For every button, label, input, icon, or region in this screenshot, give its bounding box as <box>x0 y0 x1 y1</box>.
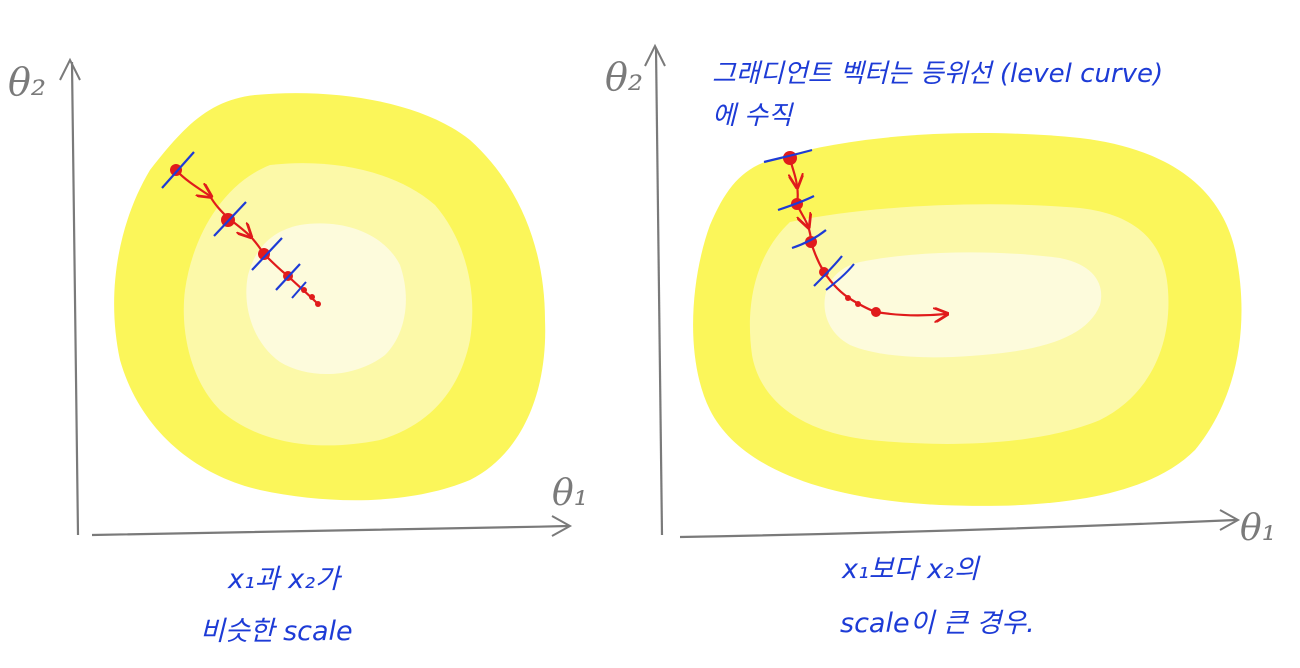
right-tangent-tick <box>825 263 855 291</box>
right-path-point <box>845 295 851 301</box>
left-tangent-tick <box>275 263 301 291</box>
right-caption-line1: x₁보다 x₂의 <box>841 554 981 585</box>
right-x-arrowhead <box>1219 509 1241 531</box>
left-path-point <box>315 301 321 307</box>
left-path-point <box>309 294 315 300</box>
left-x-axis <box>91 524 569 537</box>
right-descent-path <box>763 148 946 317</box>
right-caption-line2: scale이 큰 경우. <box>840 608 1035 639</box>
right-tangent-tick <box>813 255 843 287</box>
left-caption-line2: 비슷한 scale <box>200 616 353 647</box>
right-panel: θ₂ θ₁ 그래디언트 벡터는 등위선 (level curve) 에 수직 x… <box>605 43 1276 639</box>
left-contour-inner <box>246 223 406 375</box>
right-tangent-tick <box>777 195 815 212</box>
left-axes <box>59 57 573 537</box>
right-y-axis <box>654 47 664 536</box>
right-tangent-tick <box>763 148 813 164</box>
right-contours <box>693 133 1242 506</box>
left-tangent-tick <box>213 201 247 237</box>
right-note-line1: 그래디언트 벡터는 등위선 (level curve) <box>712 59 1163 89</box>
right-x-axis <box>679 518 1237 539</box>
left-x-axis-label: θ₁ <box>552 473 588 514</box>
left-tangent-tick <box>161 151 195 189</box>
left-tangent-tick <box>251 237 283 271</box>
right-path-point <box>855 301 861 307</box>
left-y-arrowhead <box>59 57 81 81</box>
right-tangent-tick <box>791 229 827 250</box>
left-contours <box>114 93 546 501</box>
right-y-axis-label: θ₂ <box>605 55 643 99</box>
left-path-point <box>301 287 307 293</box>
right-axes <box>644 43 1241 539</box>
right-x-axis-label: θ₁ <box>1240 508 1276 549</box>
right-note-line2: 에 수직 <box>712 101 794 131</box>
right-y-arrowhead <box>644 43 666 67</box>
left-descent-path <box>161 151 321 307</box>
left-path-point <box>258 248 270 260</box>
left-y-axis <box>70 61 80 536</box>
right-path-point <box>871 307 881 317</box>
left-panel: θ₂ θ₁ x₁과 x₂가 비슷한 scale <box>8 57 588 647</box>
right-contour-inner <box>824 252 1102 358</box>
left-y-axis-label: θ₂ <box>8 60 46 104</box>
left-x-arrowhead <box>551 515 573 537</box>
left-tangent-tick <box>291 281 307 299</box>
left-caption-line1: x₁과 x₂가 <box>227 564 343 595</box>
left-path-point <box>170 164 182 176</box>
